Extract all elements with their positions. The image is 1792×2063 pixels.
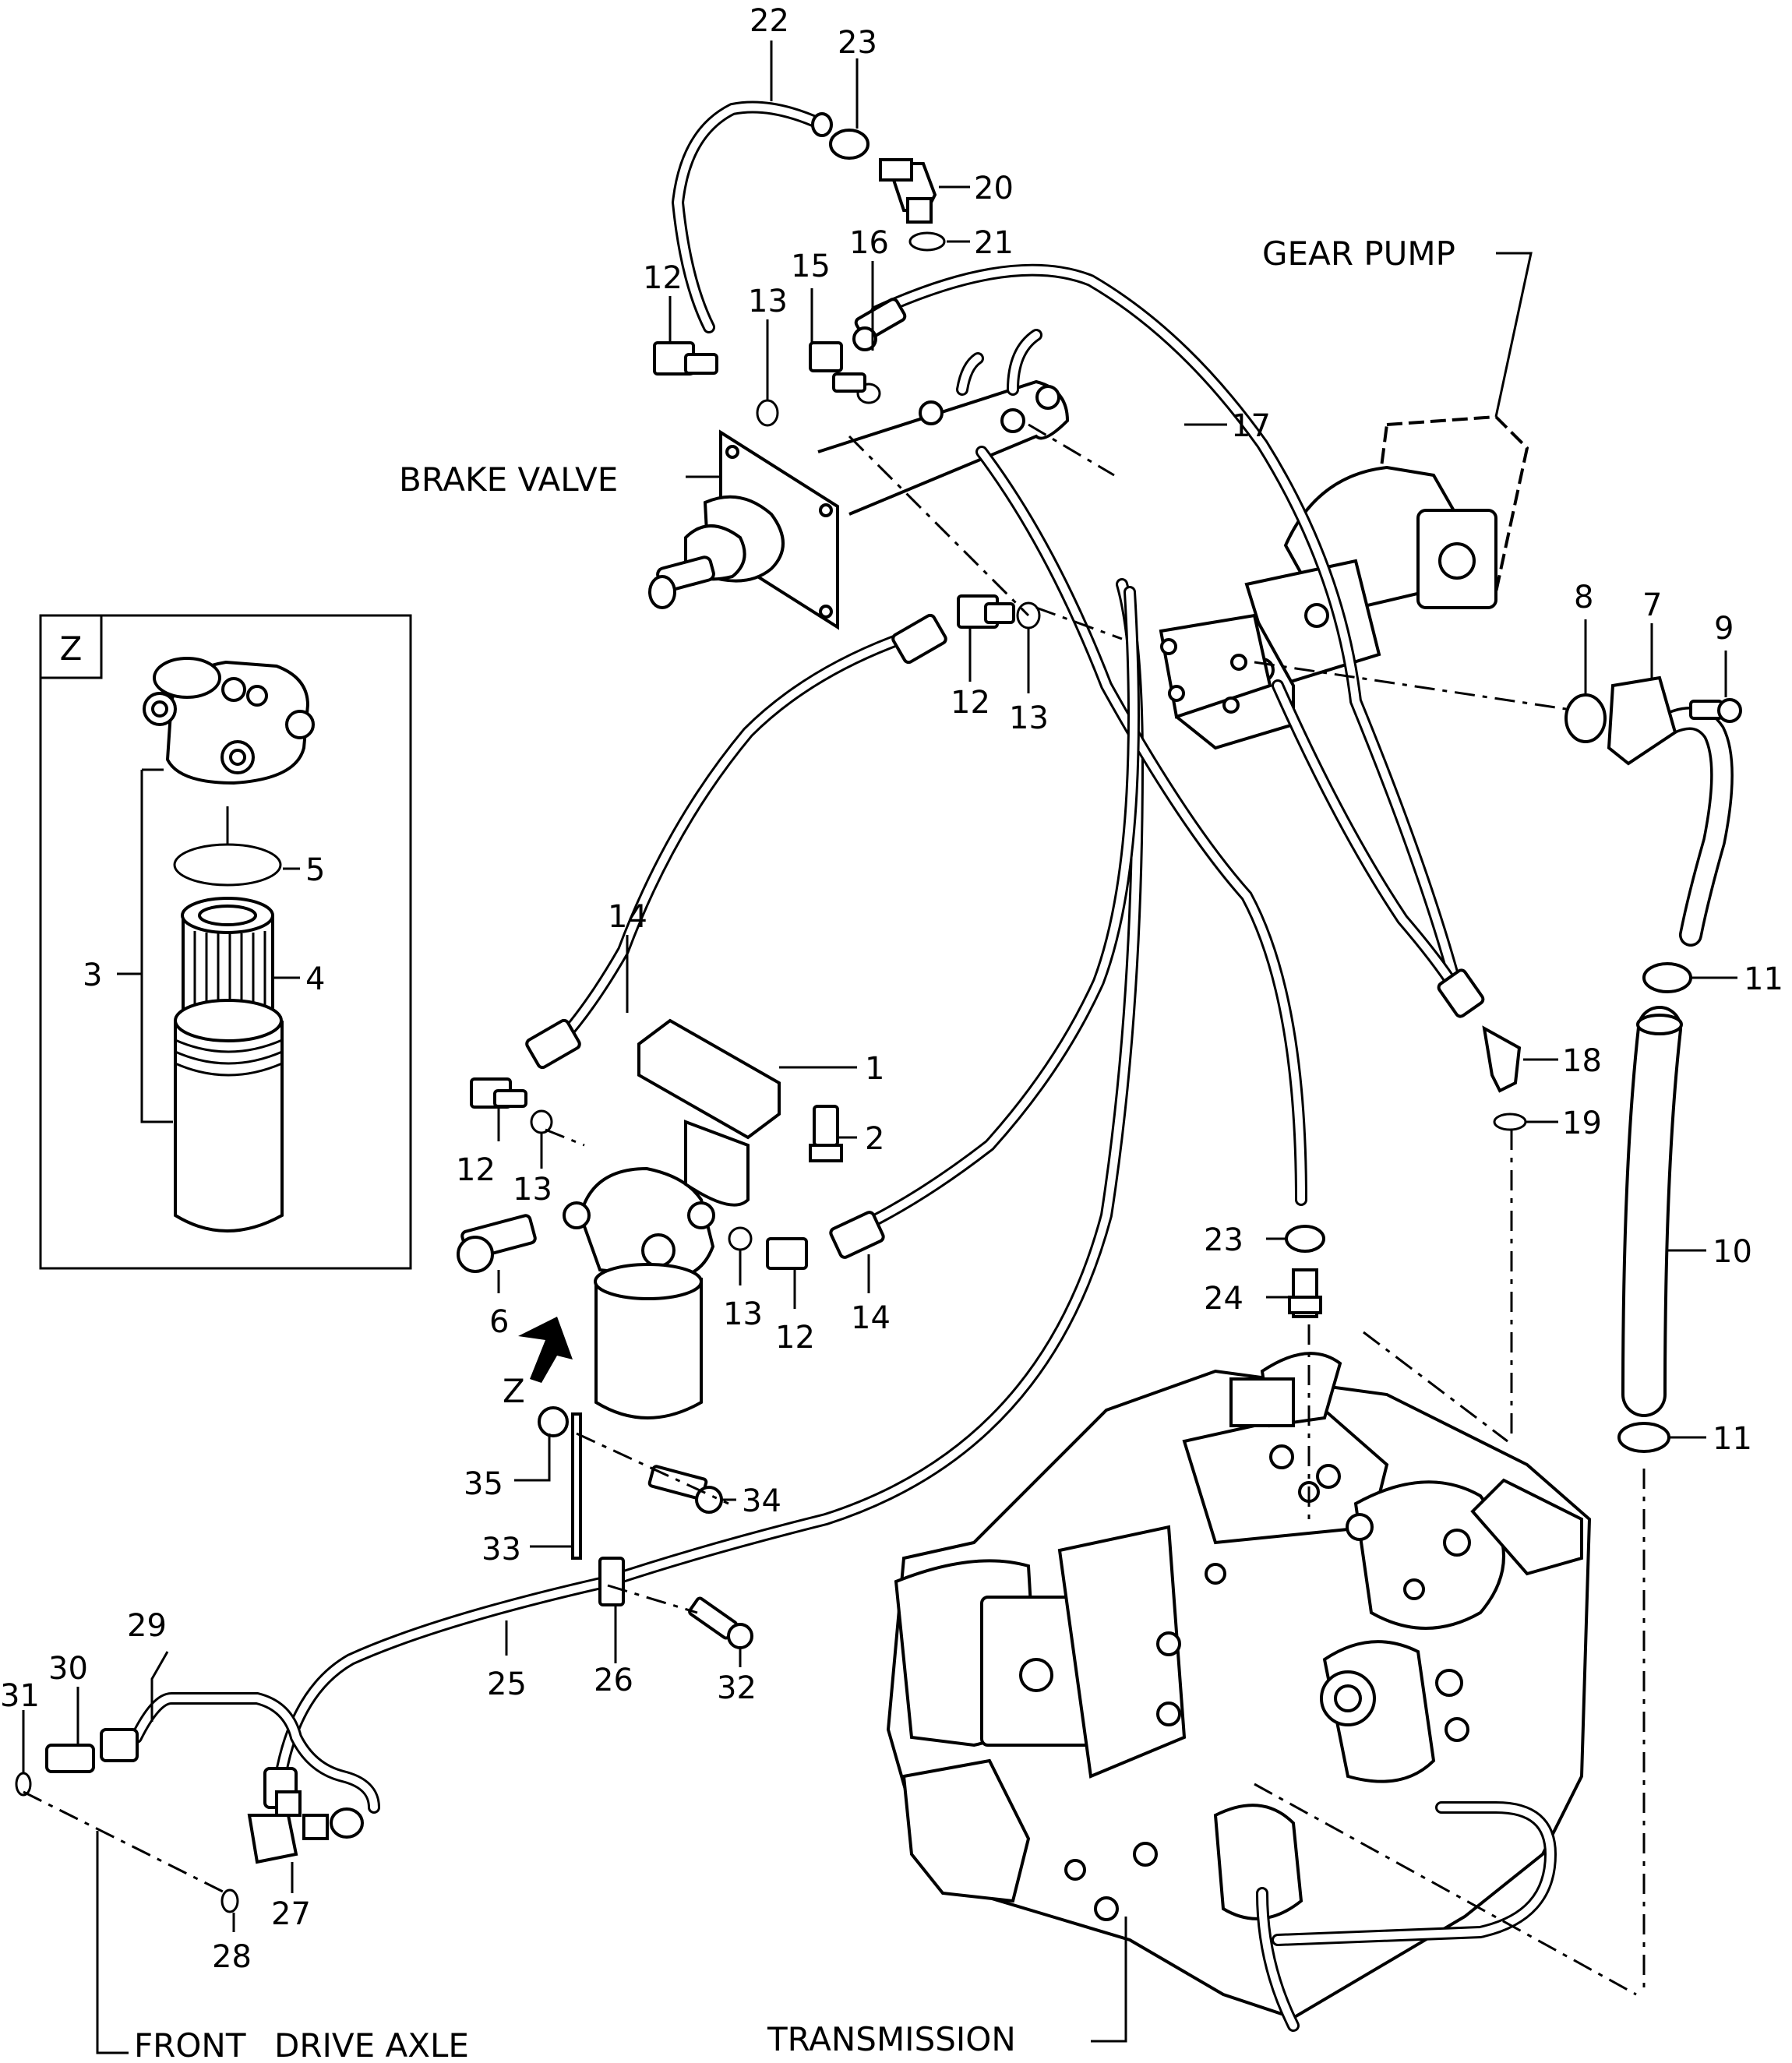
transmission [886,1352,1592,2043]
callout-11: 11 [1713,1421,1752,1457]
filter-assembly [563,1166,715,1419]
callout-35: 35 [464,1466,503,1502]
transmission-label: TRANSMISSION [767,2020,1016,2058]
callout-32: 32 [717,1670,757,1706]
detail-view-z: Z [39,614,412,1270]
callout-29: 29 [127,1608,167,1644]
callout-12: 12 [456,1152,496,1188]
small-parts [15,129,1742,1913]
callout-24: 24 [1204,1281,1243,1317]
callout-numbers: 22 23 20 21 16 15 13 12 17 8 7 9 12 13 5… [0,3,1783,1975]
callout-1: 1 [865,1051,884,1087]
callout-14: 14 [608,899,647,935]
callout-26: 26 [594,1663,633,1698]
callout-13: 13 [1009,700,1049,736]
leader-lines [22,41,1737,2054]
view-z-arrow-icon [518,1317,573,1383]
gear-pump-label: GEAR PUMP [1262,235,1455,273]
callout-8: 8 [1574,580,1593,615]
filter-bowl-detail [174,999,284,1233]
callout-14: 14 [851,1300,891,1336]
callout-33: 33 [482,1532,521,1568]
callout-28: 28 [212,1939,252,1975]
drive-axle-label: DRIVE AXLE [274,2026,469,2063]
detail-z-tag [39,614,103,679]
callout-5: 5 [305,852,325,888]
callout-13: 13 [723,1296,763,1332]
callout-11: 11 [1744,961,1783,997]
callout-21: 21 [974,225,1014,261]
callout-34: 34 [742,1483,781,1519]
callout-16: 16 [849,225,889,261]
callout-20: 20 [974,171,1014,206]
filter-head-detail [143,657,315,785]
callout-7: 7 [1642,587,1662,623]
assembly-lines [23,423,1646,1996]
callout-3: 3 [83,957,102,993]
callout-10: 10 [1713,1234,1752,1270]
callout-22: 22 [750,3,789,39]
callout-12: 12 [775,1320,815,1356]
callout-9: 9 [1714,611,1734,647]
callout-12: 12 [643,260,683,296]
callout-23: 23 [838,25,877,61]
callout-18: 18 [1562,1043,1602,1079]
callout-23: 23 [1204,1222,1243,1258]
front-label: FRONT [134,2026,246,2063]
callout-12: 12 [951,685,990,721]
o-ring-detail [173,843,282,887]
detail-z-frame [39,614,412,1270]
callout-25: 25 [487,1666,527,1702]
callout-27: 27 [271,1896,311,1932]
callout-17: 17 [1231,408,1271,444]
callout-2: 2 [865,1121,884,1157]
detail-z-label: Z [60,629,83,668]
callout-13: 13 [748,284,788,319]
brake-valve [648,329,1070,630]
brake-valve-label: BRAKE VALVE [399,460,618,499]
filter-element-detail [181,897,274,1018]
callout-30: 30 [48,1651,88,1687]
callout-6: 6 [489,1304,509,1340]
assembly-titles: GEAR PUMP BRAKE VALVE TRANSMISSION FRONT… [134,235,1455,2063]
hoses [130,101,1734,1814]
callout-19: 19 [1562,1106,1602,1141]
callout-4: 4 [305,961,325,997]
callout-31: 31 [0,1678,40,1714]
callout-13: 13 [513,1172,552,1208]
callout-15: 15 [791,249,831,284]
view-z-arrow-label: Z [503,1372,525,1410]
